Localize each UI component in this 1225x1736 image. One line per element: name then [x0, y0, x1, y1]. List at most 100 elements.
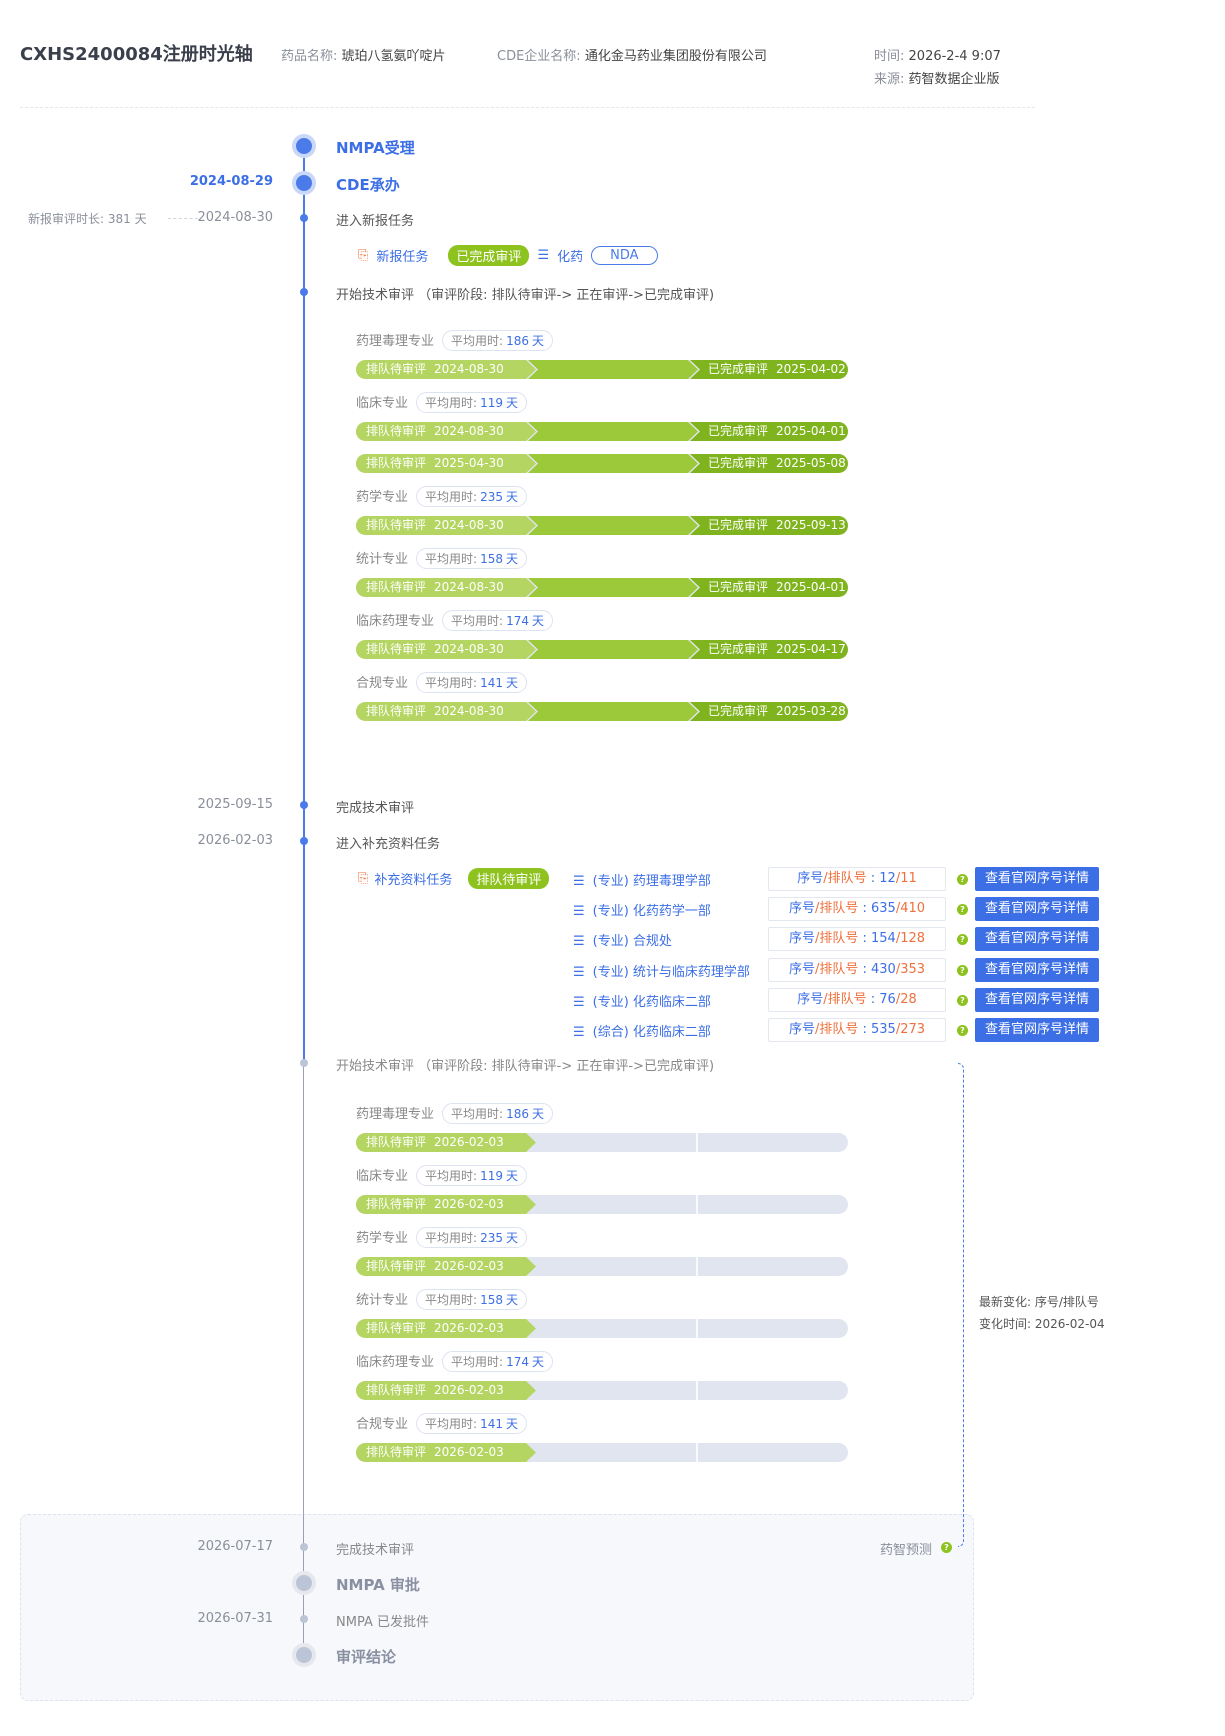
chevron-separator [696, 1443, 698, 1462]
chevron-separator [696, 1381, 698, 1400]
milestone-dot [292, 134, 316, 158]
list-icon: ☰ [573, 874, 585, 889]
days-suffix: 天 [531, 334, 544, 348]
view-sequence-detail-button[interactable]: 查看官网序号详情 [975, 1018, 1099, 1042]
completed-date: 2025-04-01 [776, 580, 846, 594]
department-label: (专业) 化药临床二部 [592, 994, 711, 1010]
segment-queued: 排队待审评 2024-08-30 [356, 640, 536, 659]
view-sequence-detail-button[interactable]: 查看官网序号详情 [975, 867, 1099, 891]
event-dot [300, 801, 308, 809]
view-sequence-detail-button[interactable]: 查看官网序号详情 [975, 927, 1099, 952]
company-label: CDE企业名称: [497, 49, 581, 64]
seq-value: 535 [871, 1022, 896, 1037]
segment-reviewing [528, 640, 698, 659]
segment-reviewing [528, 422, 698, 441]
timeline-line-future [303, 1063, 304, 1655]
slash: / [895, 931, 901, 947]
queued-label: 排队待审评 [366, 642, 427, 656]
time: 时间: 2026-2-4 9:07 [874, 45, 1001, 64]
segment-reviewing [528, 578, 698, 597]
avg-prefix: 平均用时: [451, 1355, 504, 1369]
avg-prefix: 平均用时: [425, 396, 478, 410]
queued-label: 排队待审评 [366, 518, 427, 532]
drug-name-value: 琥珀八氢氨吖啶片 [341, 49, 446, 64]
queued-label: 排队待审评 [366, 1445, 427, 1459]
seq-prefix: 序号 [797, 871, 824, 886]
list-icon: ☰ [573, 964, 585, 980]
help-icon[interactable]: ? [957, 934, 968, 946]
list-icon: ☰ [573, 904, 585, 920]
queued-date: 2026-02-03 [434, 1259, 504, 1273]
queued-date: 2024-08-30 [434, 424, 504, 438]
queued-label: 排队待审评 [366, 1321, 427, 1335]
seq-value: 12 [879, 871, 896, 886]
queue-prefix: /排队号 [823, 871, 867, 886]
prediction-bracket [958, 1063, 964, 1547]
help-icon[interactable]: ? [957, 904, 968, 916]
avg-days: 174 [506, 614, 529, 628]
completed-label: 已完成审评 [708, 580, 769, 594]
queued-date: 2026-02-03 [434, 1197, 504, 1211]
queue-value: 128 [900, 931, 926, 947]
chevron-separator [696, 1133, 698, 1152]
completed-date: 2025-09-13 [776, 518, 846, 532]
company-name: CDE企业名称: 通化金马药业集团股份有限公司 [497, 45, 767, 64]
help-icon[interactable]: ? [957, 1025, 968, 1036]
avg-prefix: 平均用时: [451, 614, 504, 628]
queued-date: 2025-04-30 [434, 456, 504, 470]
track-name: 临床专业 [356, 396, 409, 411]
days-suffix: 天 [505, 1231, 518, 1245]
segment-queued: 排队待审评 2026-02-03 [356, 1133, 536, 1152]
queued-label: 排队待审评 [366, 1135, 427, 1149]
track-name: 药理毒理专业 [356, 1107, 435, 1122]
colon: : [858, 931, 871, 947]
help-icon[interactable]: ? [941, 1542, 952, 1553]
event-tech-done: 完成技术审评 [336, 801, 415, 816]
days-suffix: 天 [505, 1417, 518, 1431]
change-time: 变化时间: 2026-02-04 [979, 1317, 1105, 1331]
task-icon: ⎘ [358, 248, 369, 263]
event-date: 2024-08-30 [197, 210, 273, 225]
queued-date: 2026-02-03 [434, 1383, 504, 1397]
supplement-task-info: ⎘ 补充资料任务 排队待审评 [358, 868, 550, 889]
queued-date: 2026-02-03 [434, 1135, 504, 1149]
department-name: ☰ (专业) 合规处 [573, 930, 672, 949]
sequence-number-box: 序号/排队号 : 76/28 [768, 987, 946, 1012]
help-icon[interactable]: ? [957, 994, 968, 1006]
event-tech-review-start: 开始技术审评 （审评阶段: 排队待审评-> 正在审评->已完成审评) [336, 288, 715, 303]
view-sequence-detail-button[interactable]: 查看官网序号详情 [975, 987, 1099, 1012]
slash: / [895, 901, 901, 917]
help-icon[interactable]: ? [957, 874, 968, 885]
company-value: 通化金马药业集团股份有限公司 [584, 49, 767, 64]
track-name: 临床药理专业 [356, 614, 435, 629]
help-icon[interactable]: ? [957, 964, 968, 976]
list-icon: ☰ [573, 934, 585, 950]
department-label: (专业) 合规处 [592, 934, 672, 950]
queued-date: 2024-08-30 [434, 642, 504, 656]
queue-prefix: /排队号 [814, 901, 859, 917]
track-name: 药学专业 [356, 490, 409, 505]
duration-connector [168, 218, 198, 219]
completed-label: 已完成审评 [708, 424, 769, 438]
chevron-separator [696, 1257, 698, 1276]
completed-label: 已完成审评 [708, 704, 769, 718]
supplement-task-label: 补充资料任务 [374, 873, 453, 888]
view-sequence-detail-button[interactable]: 查看官网序号详情 [975, 957, 1099, 982]
view-sequence-detail-button[interactable]: 查看官网序号详情 [975, 897, 1099, 922]
department-label: (专业) 药理毒理学部 [592, 874, 711, 889]
